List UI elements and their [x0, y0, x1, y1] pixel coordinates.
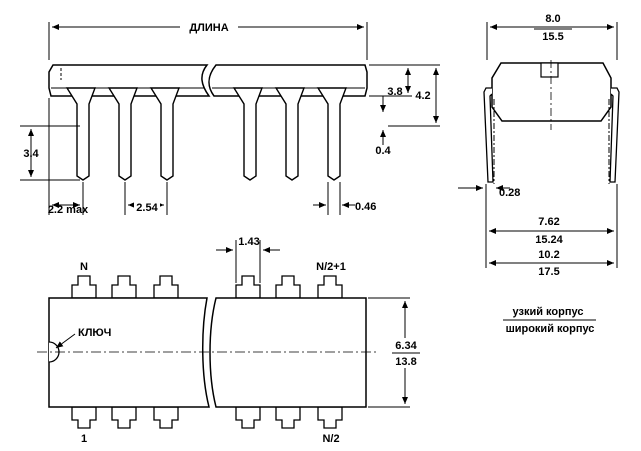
body-width-narrow-dim: 6.34: [395, 340, 417, 352]
pad-width-dim: 1.43: [238, 236, 259, 248]
span-narrow-dim: 10.2: [538, 249, 559, 261]
pin-n2p1-label: N/2+1: [316, 261, 346, 273]
body-height-dim: 3.8: [387, 86, 402, 98]
standoff-dim: 0.4: [375, 145, 391, 157]
shoulder-dim: 2.2 max: [48, 204, 89, 216]
pitch-dim: 2.54: [136, 202, 158, 214]
total-height-dim: 4.2: [415, 90, 430, 102]
top-width-narrow-dim: 8.0: [545, 13, 560, 25]
row-spacing-wide-dim: 15.24: [535, 234, 563, 246]
legend-wide: широкий корпус: [506, 323, 595, 335]
pin-n2-label: N/2: [322, 433, 339, 445]
length-label: ДЛИНА: [189, 22, 228, 34]
legend: узкий корпус широкий корпус: [503, 306, 596, 335]
body-width-wide-dim: 13.8: [395, 356, 416, 368]
pin-1-label: 1: [81, 433, 87, 445]
lead-length-dim: 3.4: [23, 148, 39, 160]
top-pads: [71, 275, 343, 299]
end-view: 8.0 15.5 0.28 7.62 15.24 10.2 17.5: [458, 13, 620, 278]
side-view: ДЛИНА 3.8 4.2 0.4 3.4 2.2 max 2.54 0.46: [20, 19, 440, 216]
side-leads: [65, 87, 348, 181]
lead-width-dim: 0.46: [355, 201, 376, 213]
pin-n-label: N: [80, 261, 88, 273]
lead-thickness-dim: 0.28: [499, 187, 520, 199]
row-spacing-narrow-dim: 7.62: [538, 216, 559, 228]
top-width-wide-dim: 15.5: [542, 31, 563, 43]
key-label: КЛЮЧ: [78, 327, 111, 339]
legend-narrow: узкий корпус: [513, 306, 584, 318]
top-view: КЛЮЧ N N/2+1 1 N/2 1.43 6.34 13.8: [37, 236, 421, 445]
span-wide-dim: 17.5: [538, 266, 559, 278]
bottom-pads: [71, 406, 343, 429]
